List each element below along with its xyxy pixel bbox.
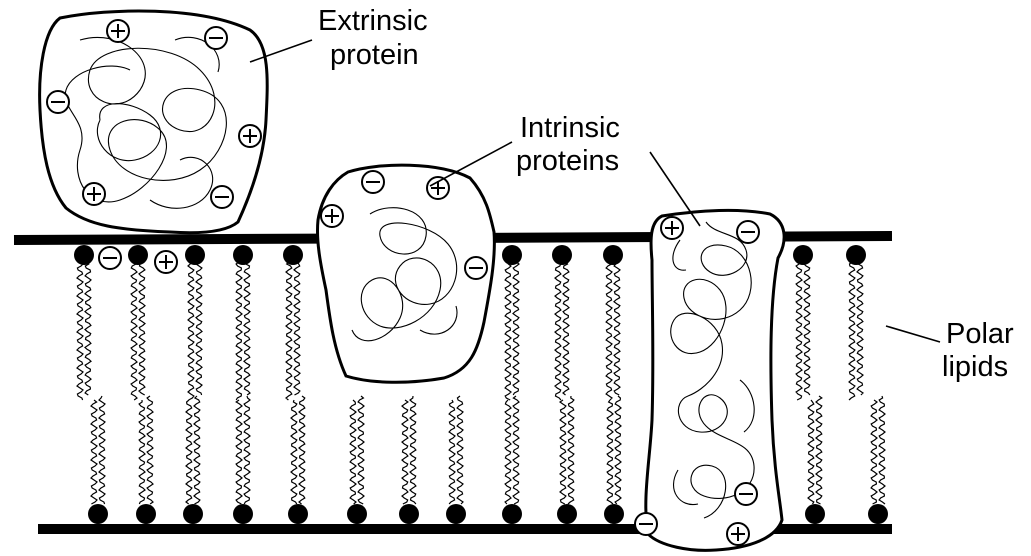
positive-charge-icon [727, 523, 749, 545]
lipid-head [502, 245, 522, 265]
positive-charge-icon [239, 125, 261, 147]
negative-charge-icon [737, 221, 759, 243]
intrinsic-label-line1: Intrinsic [520, 112, 620, 144]
lipid-tail [147, 396, 153, 504]
lipid-tail [350, 400, 356, 504]
lipid-head [233, 504, 253, 524]
lipid-tail [139, 400, 145, 504]
intrinsic-protein-right [646, 210, 784, 550]
lipid-head [347, 504, 367, 524]
lipid-head [183, 504, 203, 524]
polar-leader-line [886, 326, 940, 342]
lipid-head [805, 504, 825, 524]
lipid-tail [513, 396, 519, 504]
lipid-tail [804, 262, 810, 395]
intrinsic-protein-right-body [646, 210, 784, 550]
lipid-tail [505, 400, 511, 504]
lipid-tail [77, 262, 83, 400]
positive-charge-icon [107, 20, 129, 42]
negative-charge-icon [735, 483, 757, 505]
lipid-head [868, 504, 888, 524]
positive-charge-icon [83, 183, 105, 205]
lipid-tail [186, 400, 192, 504]
lipid-head [793, 245, 813, 265]
lipid-head [185, 245, 205, 265]
lipid-tail [358, 396, 364, 504]
negative-charge-icon [47, 91, 69, 113]
negative-charge-icon [205, 27, 227, 49]
positive-charge-icon [661, 217, 683, 239]
polar-label-line2: lipids [942, 351, 1008, 383]
lipid-head [603, 245, 623, 265]
lipid-tail [457, 396, 463, 504]
lipid-tail [286, 262, 292, 400]
lipid-tail [849, 262, 855, 400]
lipid-tail [879, 396, 885, 504]
lipid-tail [244, 396, 250, 504]
lipid-head [446, 504, 466, 524]
lipid-tail [244, 262, 250, 395]
lipid-tail [606, 262, 612, 400]
lipid-tail [294, 262, 300, 395]
lipid-tail [196, 262, 202, 395]
lipid-tail [560, 400, 566, 504]
negative-charge-icon [635, 513, 657, 535]
lipid-tail [99, 396, 105, 504]
extrinsic-protein-label: Extrinsic protein [250, 5, 428, 71]
intrinsic-label-line2: proteins [516, 145, 619, 177]
polar-label-line1: Polar [946, 318, 1014, 350]
negative-charge-icon [211, 186, 233, 208]
negative-charge-icon [99, 247, 121, 269]
lipid-tail [410, 396, 416, 504]
lipid-tail [299, 396, 305, 504]
lipid-head [74, 245, 94, 265]
positive-charge-icon [427, 177, 449, 199]
negative-charge-icon [465, 257, 487, 279]
lipid-tail [402, 400, 408, 504]
lipid-head [233, 245, 253, 265]
lipid-tail [615, 396, 621, 504]
lipid-tail [607, 400, 613, 504]
lipid-tail [85, 262, 91, 395]
positive-charge-icon [321, 205, 343, 227]
lipid-head [502, 504, 522, 524]
lipid-tail [139, 262, 145, 395]
lipid-head [552, 245, 572, 265]
lipid-tail [614, 262, 620, 395]
lipid-tail [871, 400, 877, 504]
lipid-tail [857, 262, 863, 395]
lipid-head [604, 504, 624, 524]
positive-charge-icon [155, 251, 177, 273]
lipid-tail [816, 396, 822, 504]
lipid-head [88, 504, 108, 524]
lipid-tail [91, 400, 97, 504]
lipid-head [283, 245, 303, 265]
lipid-tail [449, 400, 455, 504]
lipid-tail [291, 400, 297, 504]
lipid-tail [131, 262, 137, 400]
lipid-tail [513, 262, 519, 395]
lipid-head [557, 504, 577, 524]
lipid-tail [236, 262, 242, 400]
lipid-tail [563, 262, 569, 395]
lipid-head [128, 245, 148, 265]
lipid-tail [808, 400, 814, 504]
lipid-head [846, 245, 866, 265]
lipid-tail [568, 396, 574, 504]
extrinsic-label-line2: protein [330, 39, 419, 71]
lipid-head [136, 504, 156, 524]
lipid-tail [505, 262, 511, 400]
extrinsic-label-line1: Extrinsic [318, 5, 428, 37]
lipid-tail [555, 262, 561, 400]
lipid-tail [188, 262, 194, 400]
lipid-tail [796, 262, 802, 400]
lipid-head [288, 504, 308, 524]
lipid-tail [194, 396, 200, 504]
lipid-head [399, 504, 419, 524]
lipid-tail [236, 400, 242, 504]
negative-charge-icon [362, 171, 384, 193]
polar-lipids-label: Polar lipids [886, 318, 1014, 383]
